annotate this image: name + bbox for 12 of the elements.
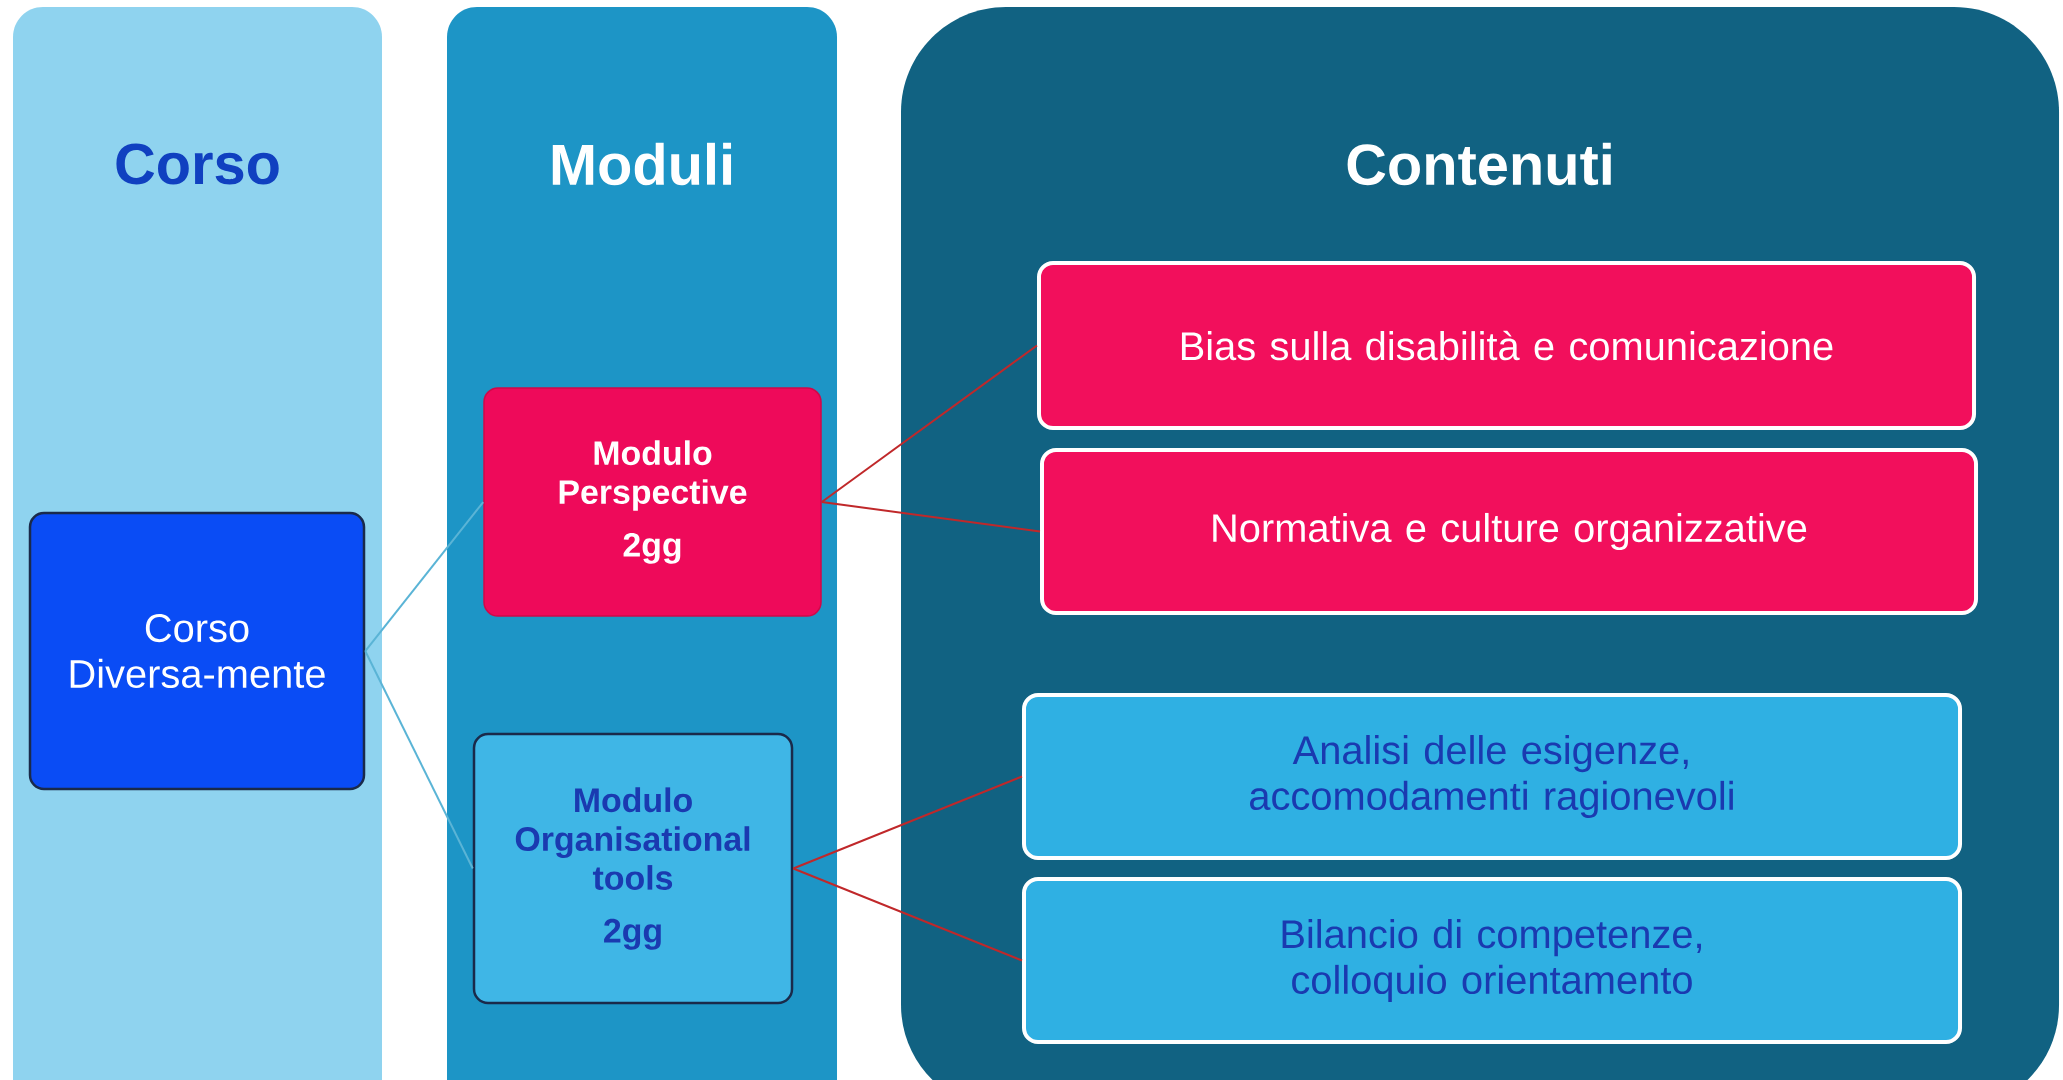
content-box: Normativa e culture organizzative — [1040, 448, 1979, 615]
connector-line — [820, 344, 1038, 503]
connector-line — [792, 775, 1023, 870]
connector-line — [820, 501, 1041, 533]
module-box: Modulo Perspective 2gg — [483, 387, 822, 617]
module-box: Modulo Organisational tools 2gg — [472, 732, 794, 1005]
content-box: Bilancio di competenze, colloquio orientamento — [1022, 877, 1963, 1044]
content-box: Bias sulla disabilità e comunicazione — [1037, 261, 1977, 430]
course-box: Corso Diversa-mente — [28, 511, 366, 791]
connector-line — [364, 501, 485, 652]
content-box: Analisi delle esigenze, accomodamenti ragionevoli — [1022, 693, 1963, 860]
connector-line — [792, 867, 1023, 962]
